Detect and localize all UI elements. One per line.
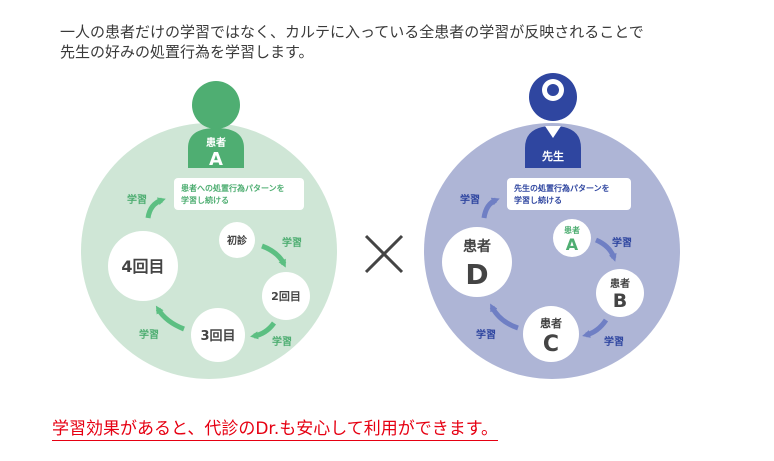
arrow-visit1-to-visit2 bbox=[261, 243, 287, 268]
learn-label-right-top: 学習 bbox=[282, 236, 302, 249]
learn-label-bottom-right: 学習 bbox=[272, 335, 292, 348]
patient-a-label: 患者 bbox=[564, 225, 580, 235]
patient-person-letter: A bbox=[209, 149, 223, 170]
patient-d-letter: D bbox=[465, 258, 488, 291]
arrow-visit2-to-visit3 bbox=[250, 321, 277, 340]
visit-third: 3回目 bbox=[191, 308, 245, 362]
doctor-callout: 先生の処置行為パターンを 学習し続ける bbox=[507, 178, 631, 210]
learn-label-bottom-left: 学習 bbox=[139, 328, 159, 341]
patient-b-letter: B bbox=[613, 290, 627, 312]
patient-person-label: 患者 bbox=[206, 136, 226, 149]
doctor-panel: 先生 先生の処置行為パターンを 学習し続ける 患者 A 患者 B 患者 C 患者… bbox=[424, 73, 680, 379]
doctor-person-label: 先生 bbox=[542, 149, 564, 163]
visit-second: 2回目 bbox=[262, 272, 310, 320]
doctor-learn-label-top-left: 学習 bbox=[460, 193, 480, 206]
visit-second-label: 2回目 bbox=[271, 289, 301, 303]
patient-d-node: 患者 D bbox=[442, 227, 512, 297]
doctor-learn-label-right-top: 学習 bbox=[612, 236, 632, 249]
patient-panel: 患者 A 患者への処置行為パターンを 学習し続ける 初診 2回目 3回目 4回目 bbox=[81, 81, 337, 379]
patient-b-label: 患者 bbox=[610, 277, 630, 290]
visit-first-label: 初診 bbox=[227, 234, 248, 247]
intro-line-1: 一人の患者だけの学習ではなく、カルテに入っている全患者の学習が反映されることで bbox=[60, 23, 644, 41]
arrow-b-to-c bbox=[582, 318, 609, 338]
footer-note: 学習効果があると、代診のDr.も安心して利用ができます。 bbox=[52, 414, 499, 441]
visit-fourth-label: 4回目 bbox=[121, 257, 164, 276]
patient-a-node: 患者 A bbox=[553, 219, 591, 257]
patient-callout: 患者への処置行為パターンを 学習し続ける bbox=[174, 178, 304, 210]
arrow-visit4-to-callout bbox=[145, 197, 166, 219]
patient-b-node: 患者 B bbox=[596, 269, 644, 317]
doctor-callout-line-1: 先生の処置行為パターンを bbox=[514, 183, 610, 193]
doctor-learn-label-bottom-right: 学習 bbox=[604, 335, 624, 348]
multiply-sign bbox=[364, 234, 404, 274]
intro-text: 一人の患者だけの学習ではなく、カルテに入っている全患者の学習が反映されることで … bbox=[60, 22, 750, 62]
arrow-d-to-callout bbox=[481, 197, 500, 219]
patient-c-node: 患者 C bbox=[523, 306, 579, 362]
patient-callout-line-2: 学習し続ける bbox=[181, 195, 229, 205]
patient-d-label: 患者 bbox=[463, 238, 491, 255]
doctor-learn-label-bottom-left: 学習 bbox=[476, 328, 496, 341]
doctor-person-icon: 先生 bbox=[525, 73, 581, 168]
visit-third-label: 3回目 bbox=[200, 329, 235, 344]
patient-c-letter: C bbox=[543, 332, 559, 357]
arrow-c-to-d bbox=[489, 303, 519, 331]
arrow-a-to-b bbox=[594, 237, 617, 262]
arrow-visit3-to-visit4 bbox=[155, 305, 185, 332]
patient-a-letter: A bbox=[566, 235, 579, 254]
patient-person-icon: 患者 A bbox=[188, 81, 244, 170]
doctor-callout-line-2: 学習し続ける bbox=[514, 195, 562, 205]
learn-label-top-left: 学習 bbox=[127, 193, 147, 206]
visit-first: 初診 bbox=[219, 222, 255, 258]
intro-line-2: 先生の好みの処置行為を学習します。 bbox=[60, 43, 314, 61]
visit-fourth: 4回目 bbox=[108, 231, 178, 301]
patient-callout-line-1: 患者への処置行為パターンを bbox=[181, 183, 285, 193]
patient-c-label: 患者 bbox=[540, 316, 562, 330]
